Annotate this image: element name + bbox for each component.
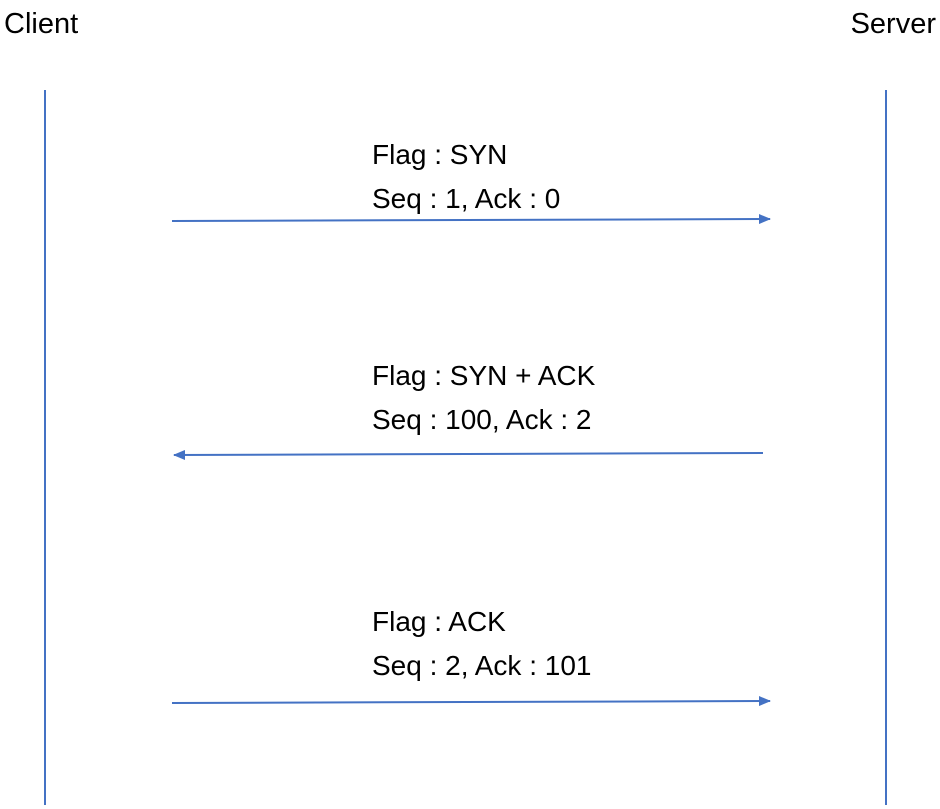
server-label: Server [850,8,936,40]
message-flag: Flag : ACK [372,606,506,637]
syn-arrow [171,214,771,225]
message-seq-ack: Seq : 2, Ack : 101 [372,650,592,681]
client-label: Client [4,8,79,40]
message-flag: Flag : SYN [372,139,508,170]
ack-arrow [171,696,771,707]
syn-message-label: Flag : SYN Seq : 1, Ack : 0 [372,133,560,221]
message-seq-ack: Seq : 1, Ack : 0 [372,183,561,214]
syn-ack-arrow [173,449,764,460]
message-seq-ack: Seq : 100, Ack : 2 [372,404,592,435]
message-flag: Flag : SYN + ACK [372,360,596,391]
syn-ack-message-label: Flag : SYN + ACK Seq : 100, Ack : 2 [372,354,595,442]
ack-message-label: Flag : ACK Seq : 2, Ack : 101 [372,600,591,688]
